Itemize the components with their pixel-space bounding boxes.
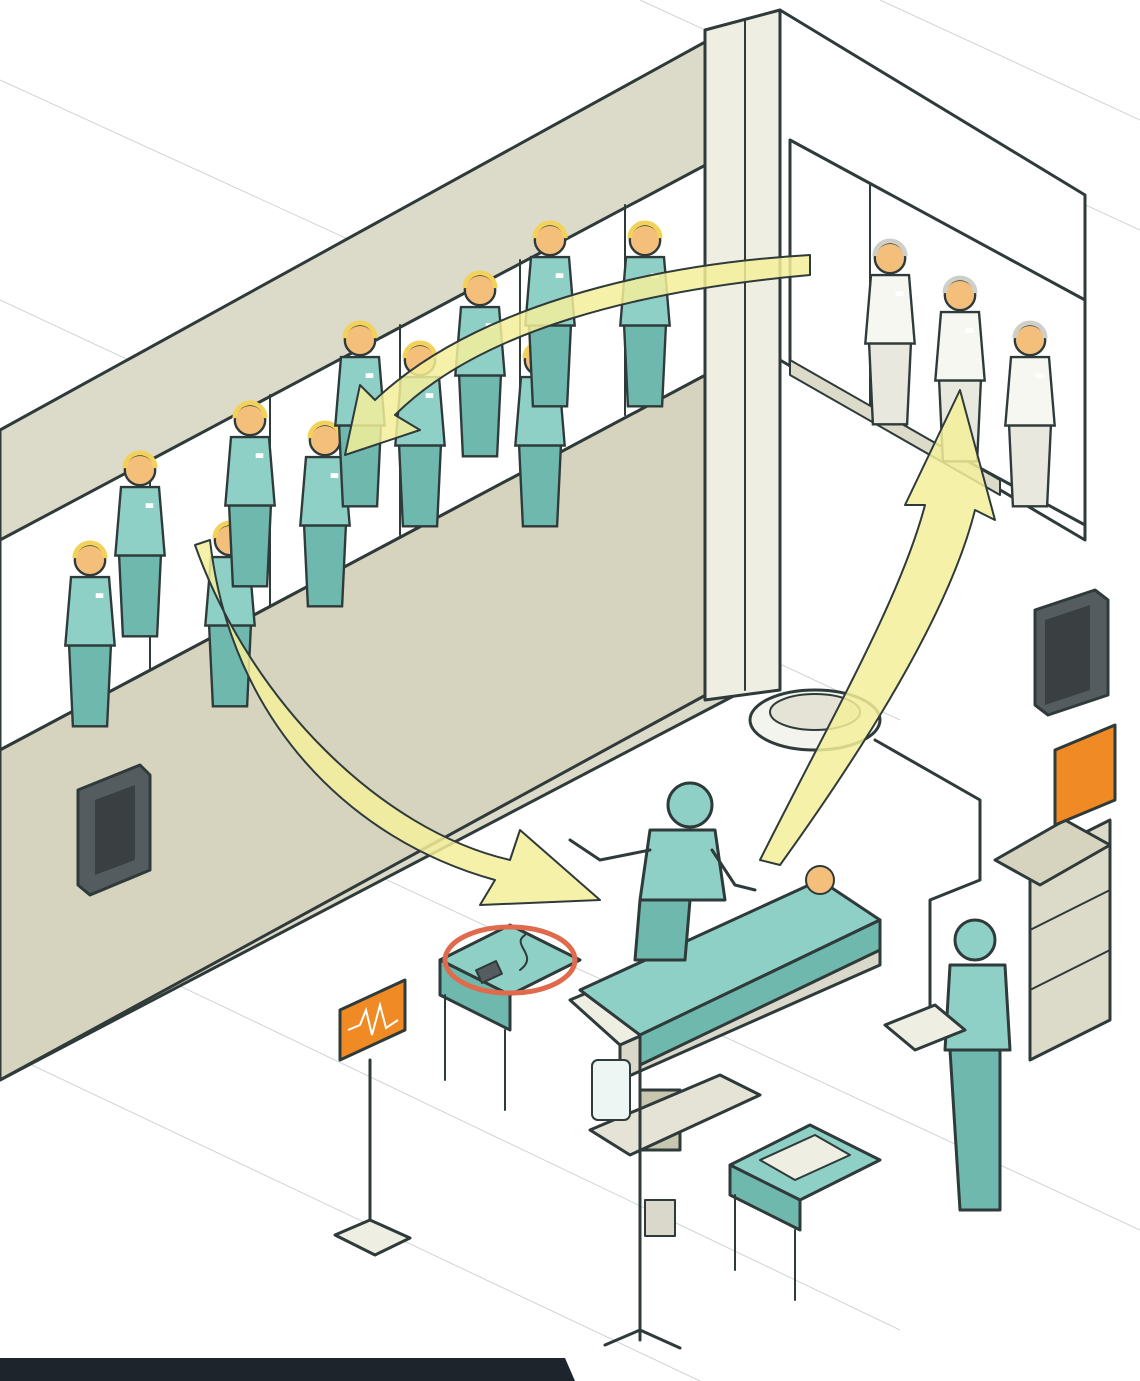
workstation-cart: [995, 725, 1115, 1060]
scrub-nurse: [885, 920, 1010, 1210]
speaker-icon: [78, 765, 150, 895]
observation-gallery-wall: [0, 20, 745, 1080]
corner-pillar: [705, 10, 780, 700]
heartbeat-waveform-icon: [340, 980, 405, 1060]
instrument-cart-left: [440, 925, 580, 1110]
arrow-table-to-control: [760, 390, 995, 865]
instrument-cart-front: [730, 1125, 880, 1300]
bottom-caption-bar: [0, 1358, 575, 1381]
monitor-icon: [1055, 725, 1115, 825]
speaker-icon: [1035, 590, 1108, 715]
